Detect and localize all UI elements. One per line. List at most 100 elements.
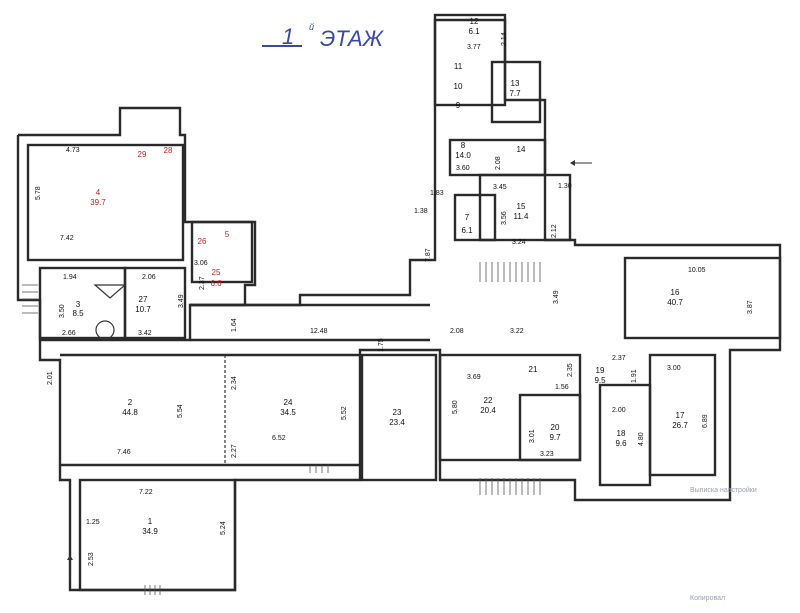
room-2-number: 2 bbox=[128, 398, 133, 407]
room-11-number: 11 bbox=[454, 62, 463, 71]
dim-label: 2.66 bbox=[62, 330, 76, 337]
dim-label: 7.87 bbox=[425, 248, 432, 262]
dim-label: 1.56 bbox=[555, 384, 569, 391]
dim-label: 3.06 bbox=[194, 260, 208, 267]
dim-label: 4.73 bbox=[66, 147, 80, 154]
dim-label: 5.54 bbox=[177, 404, 184, 418]
room-20-area: 9.7 bbox=[549, 433, 561, 442]
dim-label: 2.34 bbox=[231, 376, 238, 390]
dim-label: 2.37 bbox=[612, 355, 626, 362]
room-14-number: 14 bbox=[517, 145, 526, 154]
dim-label: 1.83 bbox=[430, 190, 444, 197]
dim-label: 2.08 bbox=[495, 156, 502, 170]
dim-label: 6.89 bbox=[702, 414, 709, 428]
dim-label: 3.23 bbox=[540, 451, 554, 458]
dim-label: 5.24 bbox=[220, 521, 227, 535]
room-19-area: 9.5 bbox=[594, 376, 606, 385]
arrow-head-icon bbox=[570, 160, 575, 166]
room-labels: 1 34.9 2 44.8 3 8.5 4 39.7 5 6.6 7 6.1 8… bbox=[72, 17, 688, 536]
floor-title-text: ЭТАЖ bbox=[320, 26, 385, 51]
dimension-labels: 4.73 5.78 7.42 1.94 3.50 2.66 2.06 3.49 … bbox=[35, 32, 754, 566]
room-15-area: 11.4 bbox=[514, 212, 530, 221]
dim-label: 5.80 bbox=[452, 400, 459, 414]
room-19-number: 19 bbox=[596, 366, 605, 375]
room-22-number: 22 bbox=[484, 396, 493, 405]
dim-label: 2.27 bbox=[231, 444, 238, 458]
room-7-wall bbox=[453, 193, 497, 242]
dim-label: 3.22 bbox=[510, 328, 524, 335]
floor-number: 1 bbox=[282, 24, 294, 49]
room-13-area: 7.7 bbox=[509, 89, 521, 98]
dim-label: 7.22 bbox=[139, 489, 153, 496]
dim-label: 3.42 bbox=[138, 330, 152, 337]
dim-label: 1.38 bbox=[414, 208, 428, 215]
stamp-text-mid: Выписка навстройки bbox=[690, 486, 757, 494]
dim-label: 3.60 bbox=[456, 165, 470, 172]
room-27-number: 27 bbox=[139, 295, 148, 304]
room-15-wall bbox=[478, 173, 572, 242]
room-16-number: 16 bbox=[671, 288, 680, 297]
stamps: Выписка навстройки Копировал bbox=[690, 486, 757, 602]
room-20-wall bbox=[518, 393, 582, 462]
dim-label: 2.08 bbox=[450, 328, 464, 335]
room-16-area: 40.7 bbox=[667, 298, 683, 307]
dim-label: 4.80 bbox=[638, 432, 645, 446]
room-24-number: 24 bbox=[284, 398, 293, 407]
room-5-number: 5 bbox=[225, 230, 230, 239]
dim-label: 3.00 bbox=[667, 365, 681, 372]
tower-wall bbox=[433, 13, 507, 107]
room-3-wall bbox=[38, 266, 127, 340]
room-17-wall bbox=[648, 353, 717, 477]
main-building-wall bbox=[38, 18, 782, 592]
room-5-area: 6.6 bbox=[210, 279, 222, 288]
room-1-number: 1 bbox=[148, 517, 153, 526]
dim-label: 2.01 bbox=[47, 371, 54, 385]
room-20-number: 20 bbox=[551, 423, 560, 432]
room-27-area: 10.7 bbox=[135, 305, 151, 314]
room-23-number: 23 bbox=[393, 408, 402, 417]
room-1-wall bbox=[78, 478, 237, 592]
dim-label: 1.75 bbox=[378, 338, 385, 352]
vestibule-shape bbox=[93, 284, 127, 299]
room-29-number: 29 bbox=[138, 150, 147, 159]
dim-label: 12.48 bbox=[310, 328, 328, 335]
room-26-number: 26 bbox=[198, 237, 207, 246]
dim-label: 3.87 bbox=[747, 300, 754, 314]
room-1-area: 34.9 bbox=[142, 527, 158, 536]
dim-label: 1.94 bbox=[63, 274, 77, 281]
room-18-area: 9.6 bbox=[615, 439, 627, 448]
room-28-number: 28 bbox=[164, 146, 173, 155]
room-4-number: 4 bbox=[96, 188, 101, 197]
arrow-head-icon bbox=[67, 555, 73, 560]
stamp-text-bottom: Копировал bbox=[690, 595, 725, 602]
room-25-number: 25 bbox=[212, 268, 221, 277]
outer-walls bbox=[16, 13, 782, 592]
room-16-wall bbox=[623, 256, 782, 340]
room-23-wall bbox=[360, 353, 438, 482]
stair-right bbox=[479, 262, 541, 282]
stair-entrance bbox=[144, 465, 329, 595]
dim-label: 2.06 bbox=[142, 274, 156, 281]
dim-label: 7.46 bbox=[117, 449, 131, 456]
column-circle bbox=[95, 320, 115, 340]
room-9-number: 9 bbox=[456, 101, 461, 110]
floor-title: 1 й ЭТАЖ bbox=[262, 22, 385, 51]
entrance-markers bbox=[67, 160, 592, 580]
dim-label: 5.52 bbox=[341, 406, 348, 420]
room-22-area: 20.4 bbox=[480, 406, 496, 415]
room-15-number: 15 bbox=[517, 202, 526, 211]
dim-label: 3.24 bbox=[512, 239, 526, 246]
room-3-area: 8.5 bbox=[72, 309, 84, 318]
room-24-area: 34.5 bbox=[280, 408, 296, 417]
dim-label: 5.78 bbox=[35, 186, 42, 200]
room-4-wall bbox=[26, 143, 185, 262]
room-12-area: 6.1 bbox=[468, 27, 480, 36]
room-8-number: 8 bbox=[461, 141, 466, 150]
stairs bbox=[22, 262, 541, 595]
dim-label: 1.25 bbox=[86, 519, 100, 526]
room-3-number: 3 bbox=[76, 300, 81, 309]
dim-label: 3.69 bbox=[467, 374, 481, 381]
dim-label: 2.35 bbox=[567, 363, 574, 377]
dim-label: 3.50 bbox=[59, 304, 66, 318]
floor-suffix: й bbox=[309, 22, 314, 32]
